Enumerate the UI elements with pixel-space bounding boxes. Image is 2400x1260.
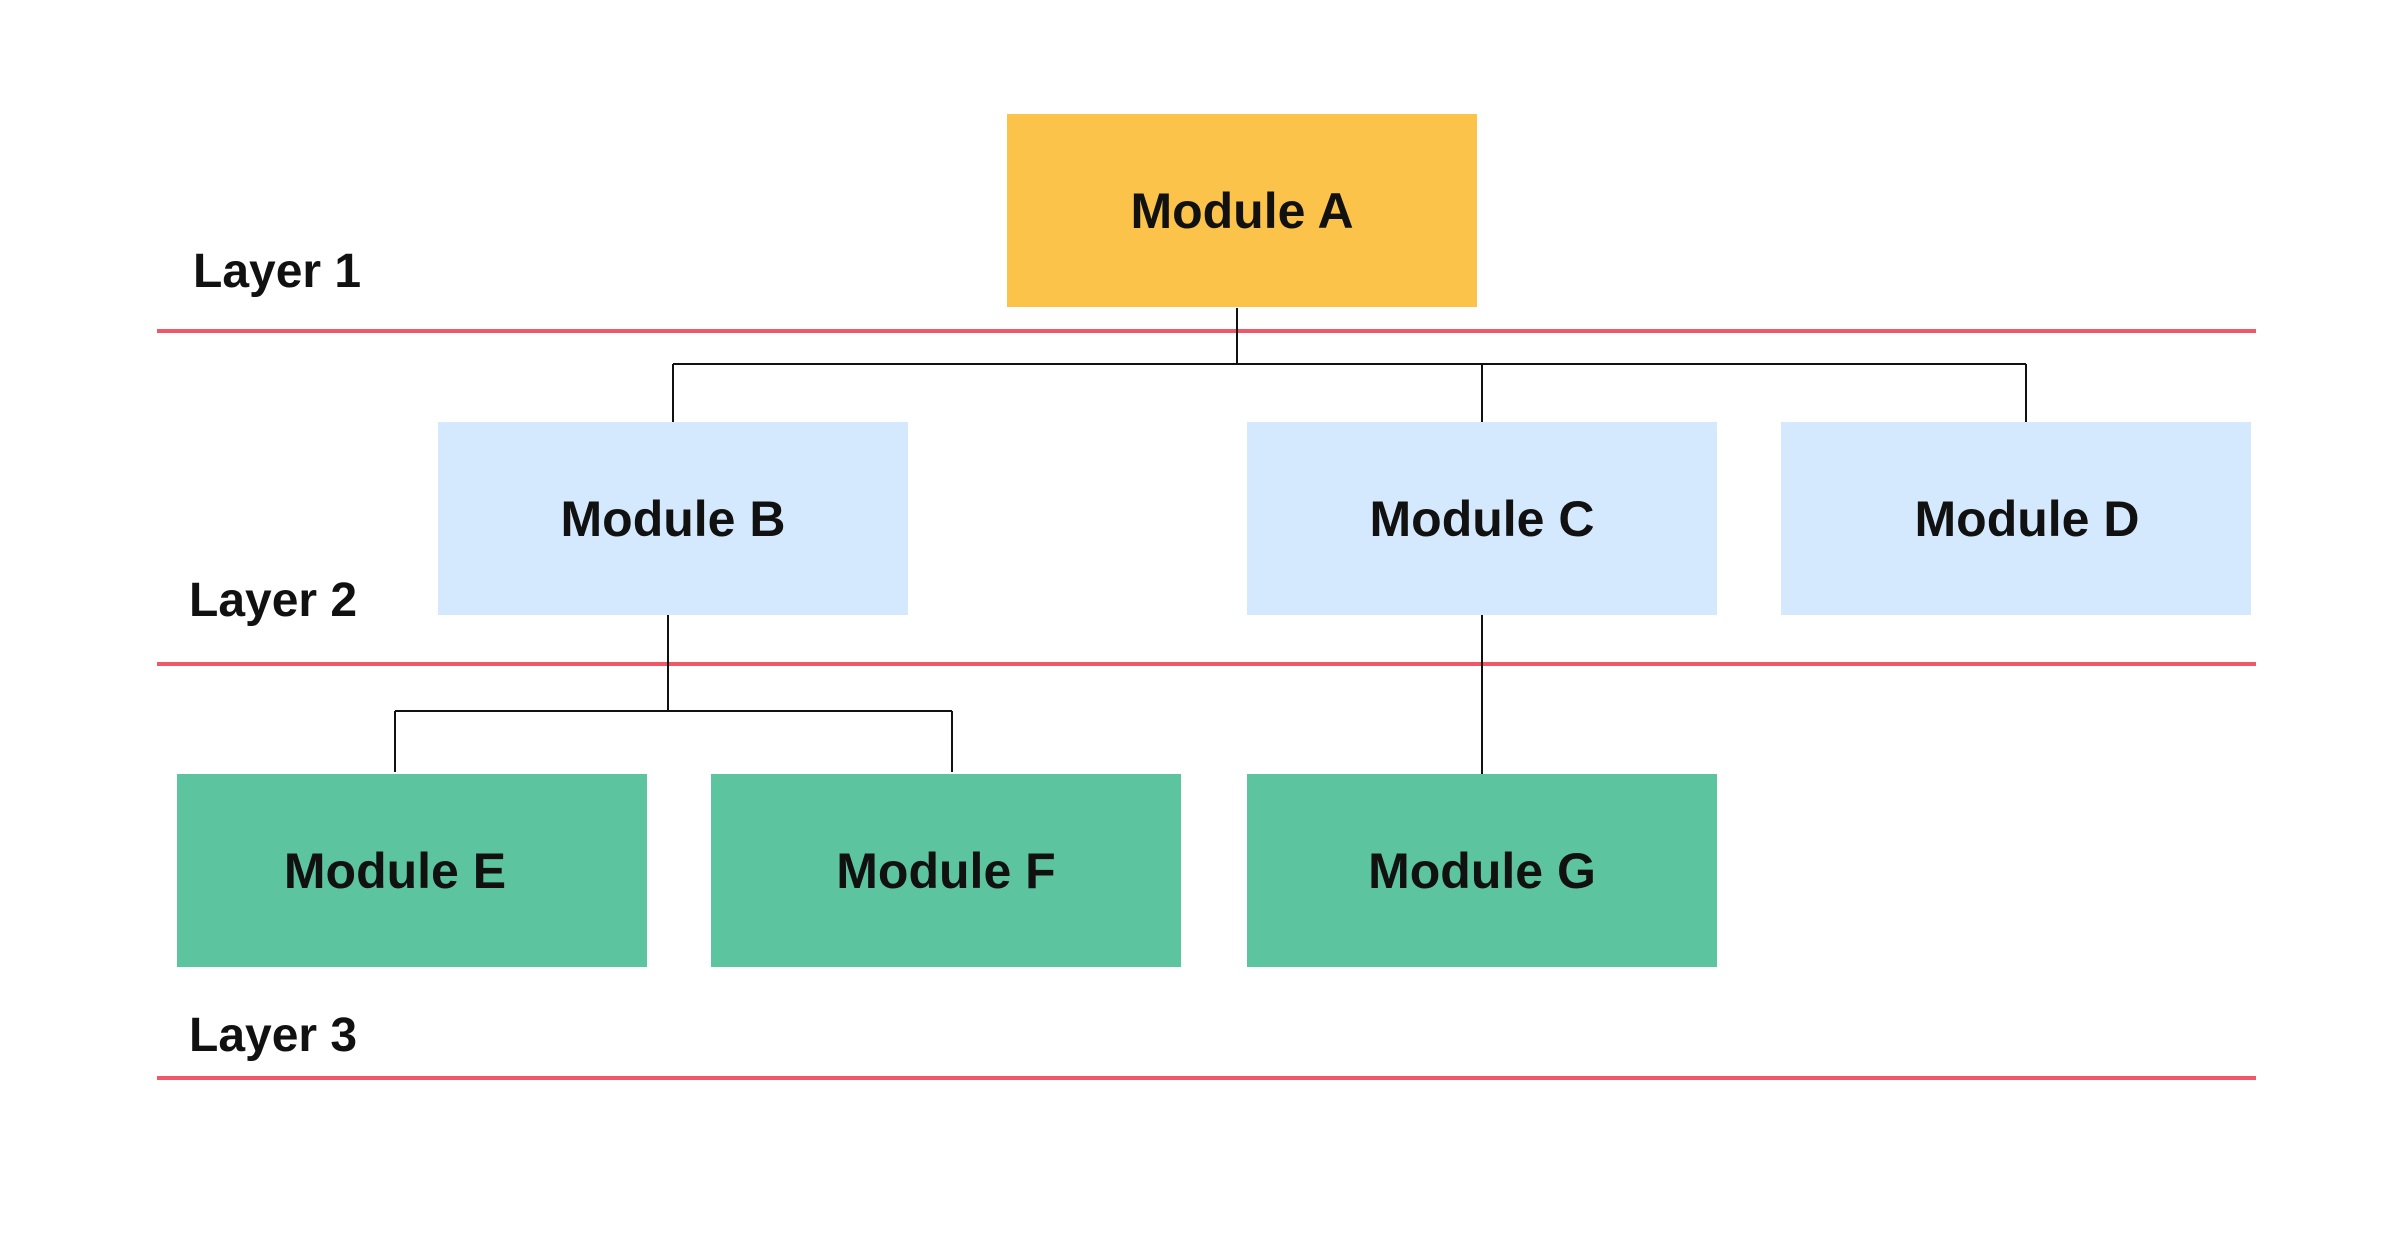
module-a-box — [1007, 114, 1477, 307]
module-g-box — [1247, 774, 1717, 967]
module-f-box — [711, 774, 1181, 967]
module-d-label: Module D — [1915, 491, 2140, 547]
module-b-node: Module B — [438, 422, 908, 615]
module-d-box — [1781, 422, 2251, 615]
layer-3-label: Layer 3 — [189, 1009, 357, 1062]
module-g-label: Module G — [1368, 843, 1596, 899]
connectors-b-to-layer-3 — [394, 615, 953, 772]
layer-1-label: Layer 1 — [193, 245, 361, 298]
connectors-a-to-layer-2 — [672, 308, 2027, 423]
module-d-node: Module D — [1781, 422, 2251, 615]
module-b-box — [438, 422, 908, 615]
module-g-node: Module G — [1247, 774, 1717, 967]
module-e-label: Module E — [284, 843, 506, 899]
module-b-label: Module B — [561, 491, 786, 547]
module-c-label: Module C — [1370, 491, 1595, 547]
module-c-box — [1247, 422, 1717, 615]
module-c-node: Module C — [1247, 422, 1717, 615]
module-e-node: Module E — [177, 774, 647, 967]
module-a-node: Module A — [1007, 114, 1477, 307]
layer-2-label: Layer 2 — [189, 574, 357, 627]
module-f-node: Module F — [711, 774, 1181, 967]
module-e-box — [177, 774, 647, 967]
module-f-label: Module F — [836, 843, 1055, 899]
module-a-label: Module A — [1130, 183, 1353, 239]
